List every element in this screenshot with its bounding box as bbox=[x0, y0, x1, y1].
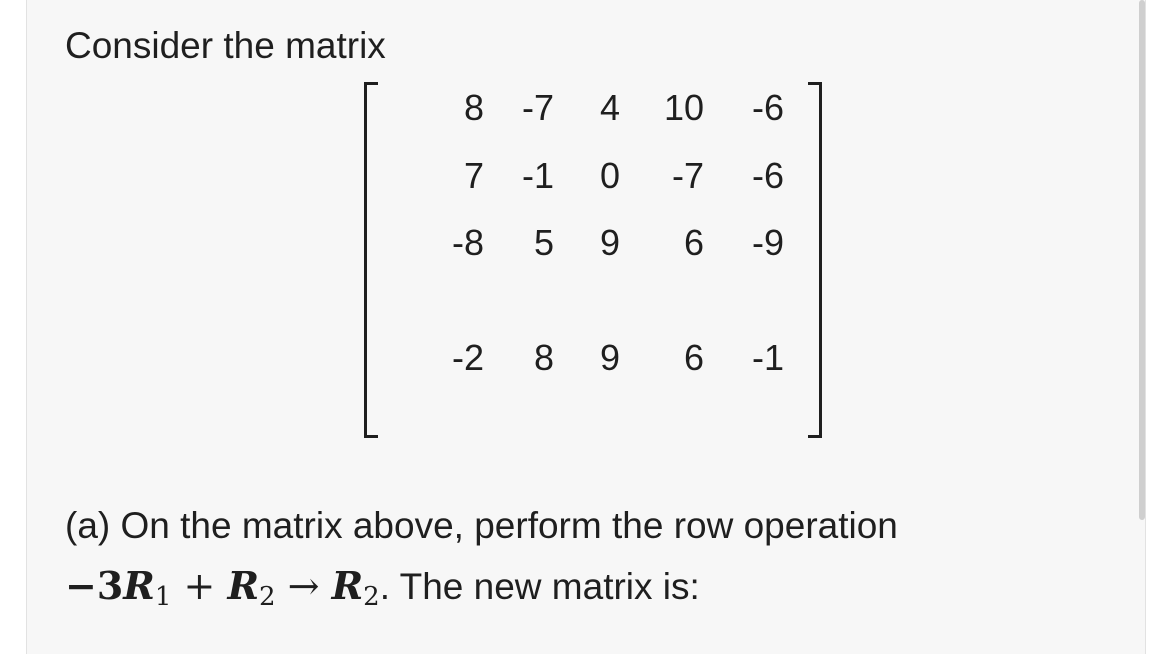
matrix-cell: 5 bbox=[533, 222, 554, 263]
matrix-cell: 10 bbox=[663, 87, 704, 128]
question-line-1: (a) On the matrix above, perform the row… bbox=[65, 505, 898, 546]
matrix-cell: -2 bbox=[451, 337, 484, 378]
matrix-cell: 0 bbox=[599, 155, 620, 196]
matrix-cell: 7 bbox=[463, 155, 484, 196]
question-text: (a) On the matrix above, perform the row… bbox=[65, 496, 898, 627]
matrix-row-2: 7 -1 0 -7 -6 bbox=[364, 154, 822, 198]
matrix-cell: -8 bbox=[451, 222, 484, 263]
matrix-cell: -6 bbox=[751, 155, 784, 196]
plus-sign: + bbox=[171, 564, 228, 608]
matrix-cell: 6 bbox=[683, 337, 704, 378]
matrix-cell: -1 bbox=[751, 337, 784, 378]
matrix-cell: 8 bbox=[463, 87, 484, 128]
question-line-2-suffix: . The new matrix is: bbox=[379, 566, 700, 607]
matrix-left-bracket bbox=[364, 82, 378, 438]
row-symbol: R bbox=[123, 563, 155, 608]
row-operation: −3R1 + R2 → R2 bbox=[65, 563, 380, 612]
intro-text: Consider the matrix bbox=[65, 25, 386, 66]
scrollbar[interactable] bbox=[1139, 0, 1145, 520]
matrix-right-bracket bbox=[808, 82, 822, 438]
matrix-cell: 6 bbox=[683, 222, 704, 263]
matrix-cell: -1 bbox=[521, 155, 554, 196]
row-symbol: R bbox=[227, 563, 260, 608]
row-index: 2 bbox=[363, 582, 380, 612]
matrix-row-4: -2 8 9 6 -1 bbox=[364, 336, 822, 380]
row-index: 1 bbox=[154, 582, 172, 612]
matrix-cell: -9 bbox=[751, 222, 784, 263]
matrix-cell: 9 bbox=[599, 337, 620, 378]
arrow-icon: → bbox=[275, 564, 332, 608]
question-line-2: −3R1 + R2 → R2. The new matrix is: bbox=[65, 556, 898, 627]
matrix-cell: -7 bbox=[521, 87, 554, 128]
matrix-row-3: -8 5 9 6 -9 bbox=[364, 221, 822, 265]
matrix-cell: 4 bbox=[599, 87, 620, 128]
matrix-cell: 9 bbox=[599, 222, 620, 263]
coefficient: 3 bbox=[96, 563, 124, 608]
matrix-row-1: 8 -7 4 10 -6 bbox=[364, 86, 822, 130]
matrix: 8 -7 4 10 -6 7 -1 0 -7 -6 -8 5 9 6 -9 -2… bbox=[364, 82, 822, 438]
row-symbol: R bbox=[331, 563, 364, 608]
minus-sign: − bbox=[65, 563, 97, 608]
matrix-cell: -7 bbox=[671, 155, 704, 196]
matrix-cell: -6 bbox=[751, 87, 784, 128]
matrix-cell: 8 bbox=[533, 337, 554, 378]
row-index: 2 bbox=[259, 582, 276, 612]
question-card: Consider the matrix 8 -7 4 10 -6 7 -1 0 … bbox=[26, 0, 1146, 654]
